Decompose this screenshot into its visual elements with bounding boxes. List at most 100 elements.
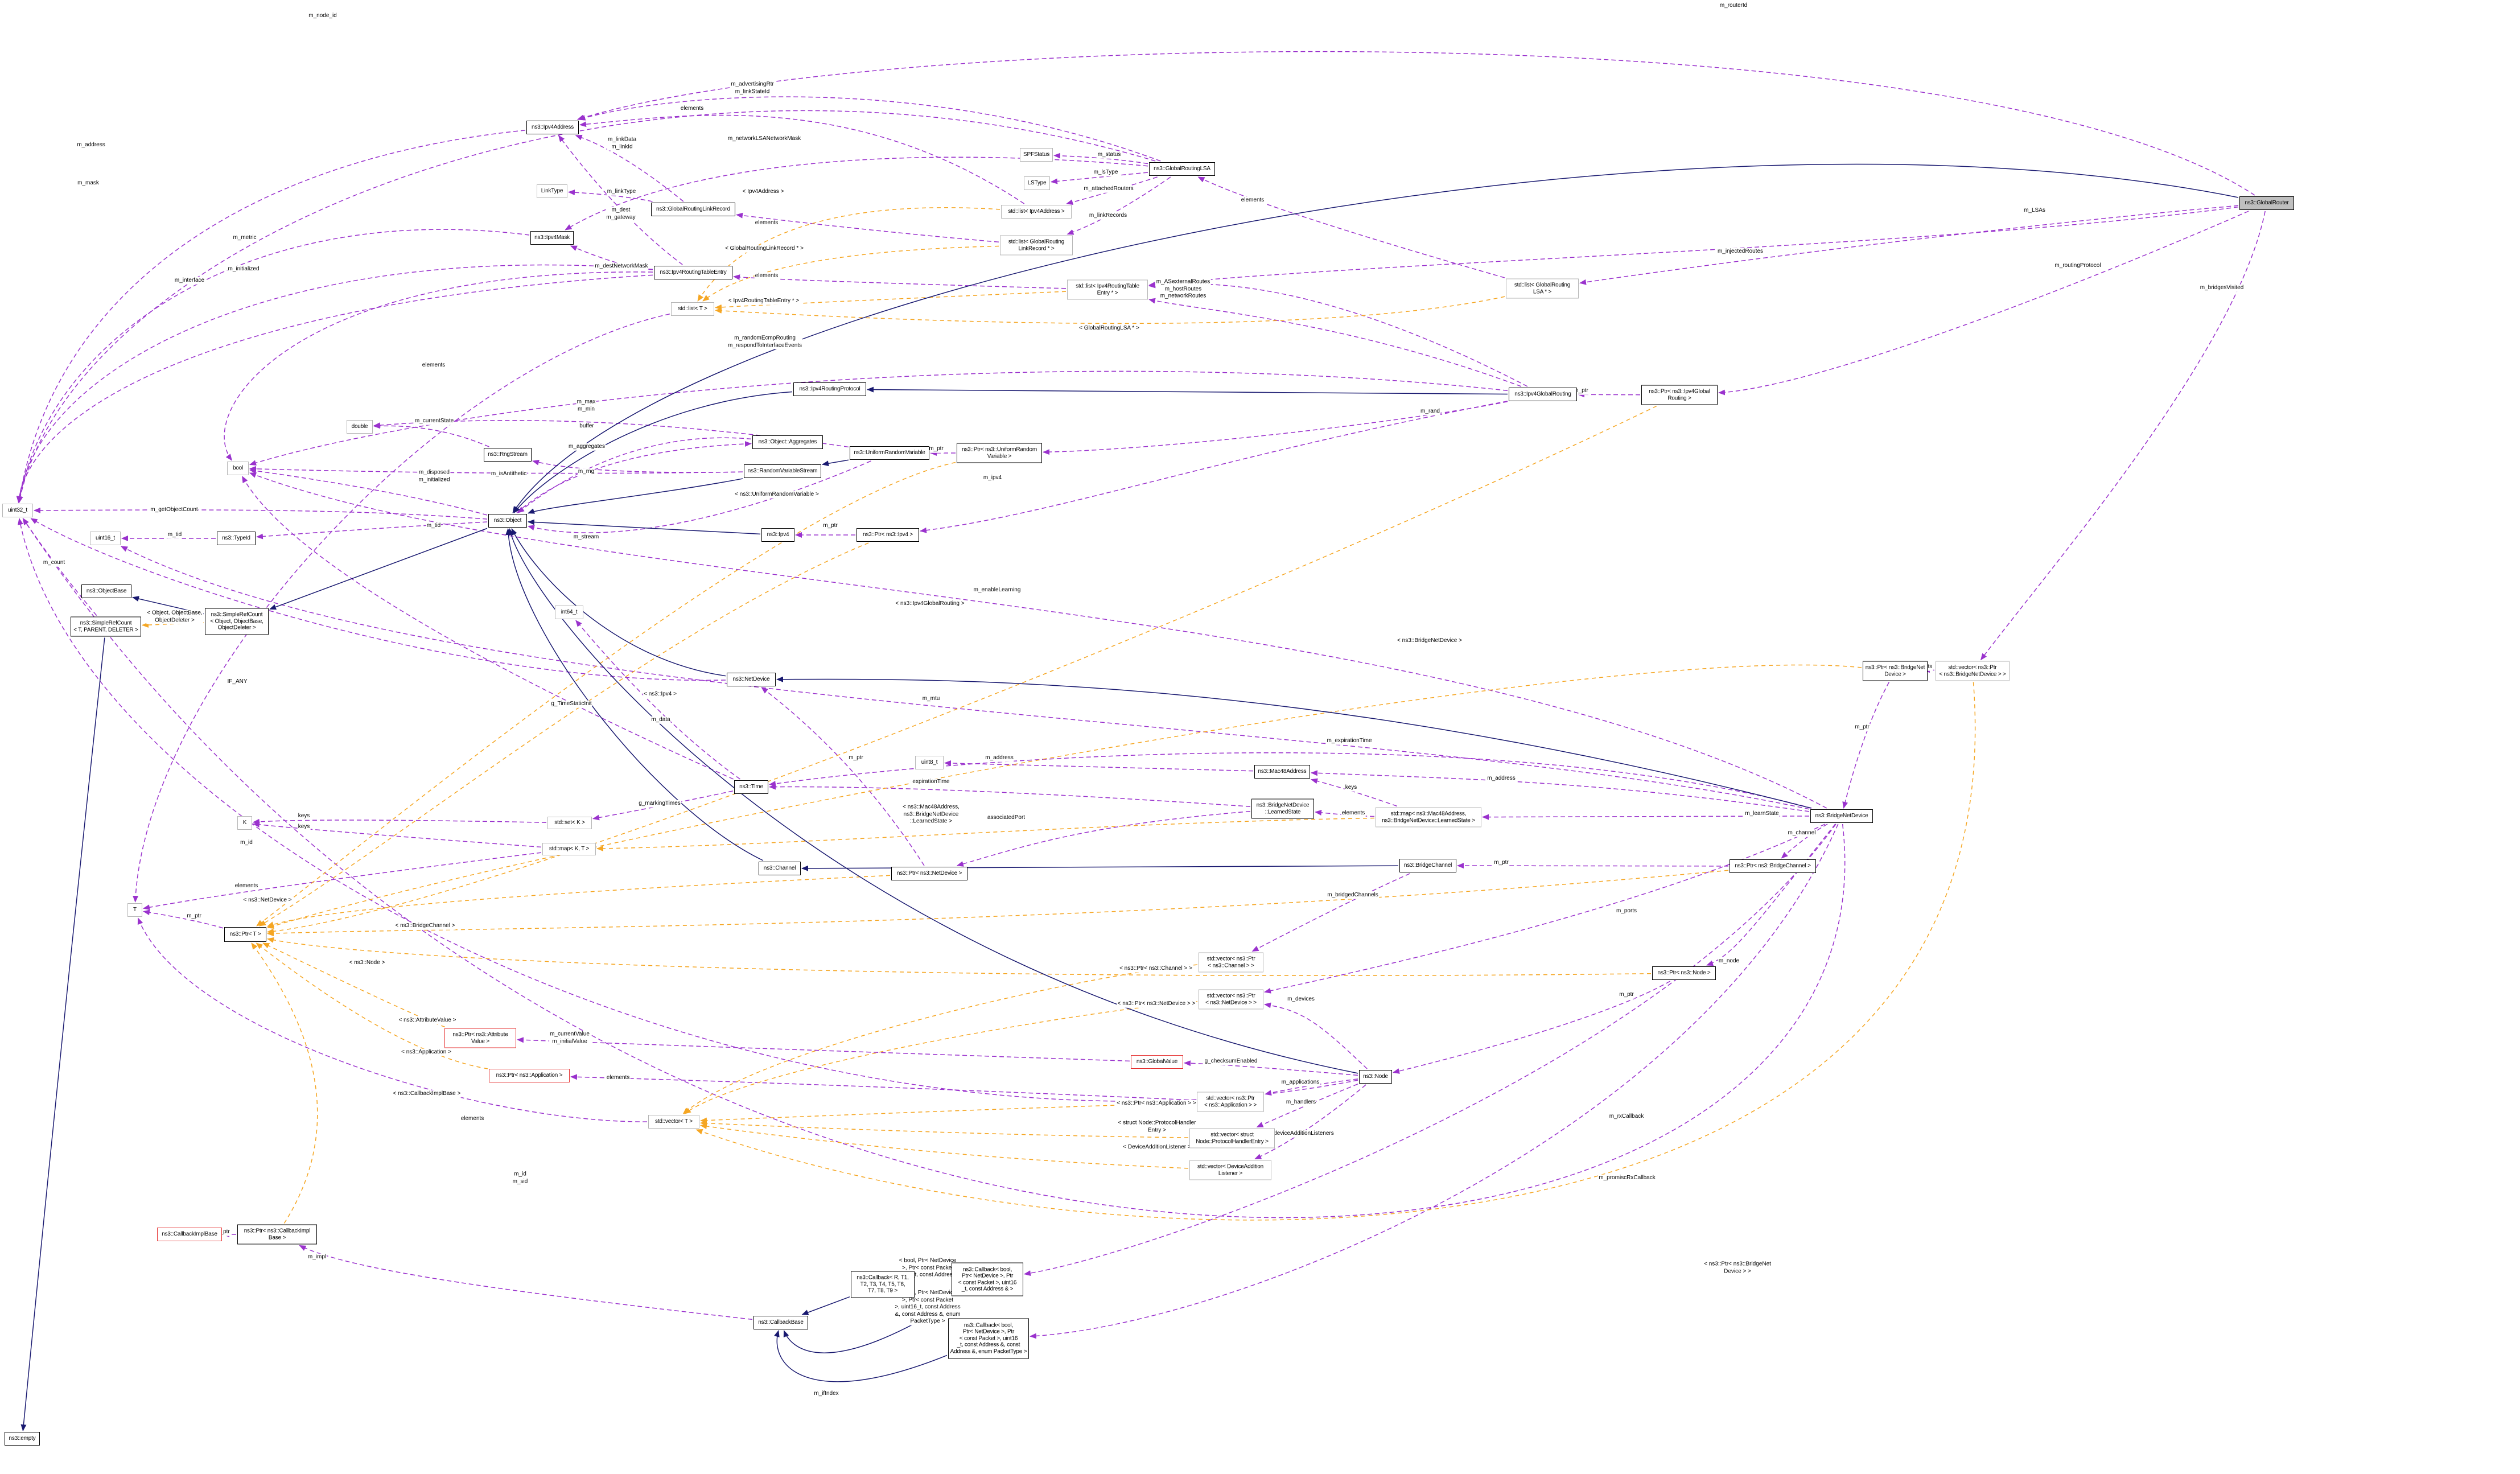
edge-globalvalue-to-ptrav [517, 1037, 1130, 1062]
class-node-ptripv4gr[interactable]: ns3::Ptr< ns3::Ipv4Global Routing > [1641, 385, 1718, 405]
class-node-vecapp[interactable]: std::vector< ns3::Ptr < ns3::Application… [1197, 1092, 1264, 1112]
class-node-listlsa[interactable]: std::list< GlobalRouting LSA * > [1506, 278, 1579, 299]
edge-label: m_LSAs [2023, 207, 2046, 215]
edge-mapmac-to-mac48 [1311, 778, 1398, 807]
edge-setk-to-K [253, 818, 547, 825]
class-node-netdevice[interactable]: ns3::NetDevice [727, 673, 776, 686]
class-node-globalrouter[interactable]: ns3::GlobalRouter [2239, 196, 2294, 210]
class-node-rvs[interactable]: ns3::RandomVariableStream [744, 464, 821, 478]
edge-label: m_ipv4 [982, 474, 1003, 482]
class-node-ptripv4[interactable]: ns3::Ptr< ns3::Ipv4 > [857, 528, 919, 542]
edge-label: m_randomEcmpRouting m_respondToInterface… [727, 335, 803, 349]
edge-label: < ns3::Node > [348, 959, 386, 967]
class-node-empty[interactable]: ns3::empty [5, 1432, 40, 1446]
class-node-ptrT[interactable]: ns3::Ptr< T > [224, 927, 266, 942]
class-node-grlr[interactable]: ns3::GlobalRoutingLinkRecord [651, 203, 735, 216]
class-node-double[interactable]: double [347, 420, 373, 434]
class-node-ipv4gr[interactable]: ns3::Ipv4GlobalRouting [1509, 388, 1577, 401]
class-node-channel[interactable]: ns3::Channel [759, 862, 801, 875]
class-node-mapkt[interactable]: std::map< K, T > [542, 843, 596, 855]
edge-grlsa-to-lstype [1051, 172, 1148, 184]
class-node-rngstream[interactable]: ns3::RngStream [484, 448, 532, 462]
class-node-callbackR[interactable]: ns3::Callback< R, T1, T2, T3, T4, T5, T6… [851, 1271, 915, 1298]
edge-label: elements [680, 105, 705, 113]
class-node-vecT[interactable]: std::vector< T > [648, 1115, 699, 1129]
class-node-src_obj[interactable]: ns3::SimpleRefCount < Object, ObjectBase… [205, 608, 269, 635]
class-node-callback5[interactable]: ns3::Callback< bool, Ptr< NetDevice >, P… [952, 1262, 1023, 1296]
class-node-bool[interactable]: bool [227, 462, 249, 475]
class-node-src_tpd[interactable]: ns3::SimpleRefCount < T, PARENT, DELETER… [71, 616, 141, 637]
class-node-ptrurv[interactable]: ns3::Ptr< ns3::UniformRandom Variable > [957, 443, 1042, 463]
class-node-bridgechannel[interactable]: ns3::BridgeChannel [1399, 859, 1456, 872]
class-node-ptrav[interactable]: ns3::Ptr< ns3::Attribute Value > [444, 1028, 516, 1048]
edge-urv-to-object [528, 460, 871, 533]
edge-node-to-vecnd [1264, 1002, 1368, 1069]
class-node-objectbase[interactable]: ns3::ObjectBase [81, 584, 131, 598]
class-node-callback7[interactable]: ns3::Callback< bool, Ptr< NetDevice >, P… [948, 1318, 1029, 1359]
edge-label: m_address [1487, 775, 1516, 783]
class-node-urv[interactable]: ns3::UniformRandomVariable [850, 446, 929, 460]
class-node-vecbnd[interactable]: std::vector< ns3::Ptr < ns3::BridgeNetDe… [1936, 661, 2010, 681]
class-node-aggregates[interactable]: ns3::Object::Aggregates [752, 435, 823, 449]
edge-grlsa-to-uint32 [17, 110, 1156, 503]
class-node-K[interactable]: K [237, 816, 252, 830]
class-node-mapmac[interactable]: std::map< ns3::Mac48Address, ns3::Bridge… [1376, 807, 1481, 827]
class-node-listrte[interactable]: std::list< Ipv4RoutingTable Entry * > [1067, 279, 1148, 300]
class-node-vecph[interactable]: std::vector< struct Node::ProtocolHandle… [1189, 1128, 1275, 1148]
class-node-cib[interactable]: ns3::CallbackImplBase [157, 1228, 222, 1241]
class-node-listgrlr[interactable]: std::list< GlobalRouting LinkRecord * > [1000, 235, 1073, 256]
edge-label: < ns3::Ptr< ns3::BridgeNet Device > > [1703, 1261, 1772, 1275]
edge-label: keys [297, 812, 311, 820]
edge-ipv4gr-to-ptripv4 [920, 401, 1508, 533]
class-node-listT[interactable]: std::list< T > [671, 302, 714, 316]
class-node-time[interactable]: ns3::Time [734, 780, 768, 794]
class-node-ptrnd[interactable]: ns3::Ptr< ns3::NetDevice > [891, 867, 967, 880]
edge-urv-to-rvs [822, 459, 849, 467]
edge-label: < ns3::BridgeChannel > [394, 922, 456, 930]
edge-label: m_ptr [822, 522, 838, 530]
edge-bridgend-to-vecnd [1264, 824, 1826, 994]
edge-time-to-int64 [575, 620, 740, 780]
edge-object-to-typeid [256, 521, 488, 540]
edge-grlr-to-ipv4address [575, 134, 684, 202]
class-node-ipv4rte[interactable]: ns3::Ipv4RoutingTableEntry [654, 266, 732, 279]
edge-bridgend-to-netdevice [776, 676, 1811, 809]
class-node-spfstatus[interactable]: SPFStatus [1020, 148, 1053, 162]
class-node-ipv4mask[interactable]: ns3::Ipv4Mask [530, 231, 574, 245]
class-node-globalvalue[interactable]: ns3::GlobalValue [1131, 1055, 1183, 1069]
edge-label: m_bridgesVisited [2199, 284, 2245, 292]
class-node-typeid[interactable]: ns3::TypeId [217, 532, 256, 545]
class-node-uint16[interactable]: uint16_t [90, 532, 121, 545]
class-node-ipv4rp[interactable]: ns3::Ipv4RoutingProtocol [793, 382, 866, 396]
edge-node-to-uint32 [18, 518, 1358, 1102]
class-node-node[interactable]: ns3::Node [1359, 1070, 1392, 1084]
class-node-ipv4[interactable]: ns3::Ipv4 [761, 528, 794, 542]
class-node-callbackbase[interactable]: ns3::CallbackBase [753, 1316, 808, 1329]
class-node-vecdal[interactable]: std::vector< DeviceAddition Listener > [1189, 1160, 1271, 1180]
class-node-object[interactable]: ns3::Object [488, 514, 527, 528]
class-node-int64[interactable]: int64_t [555, 606, 583, 619]
class-node-ipv4address[interactable]: ns3::Ipv4Address [526, 121, 579, 134]
class-node-mac48[interactable]: ns3::Mac48Address [1254, 765, 1310, 779]
edge-label: m_isAntithetic [490, 470, 528, 478]
class-node-ptrbc[interactable]: ns3::Ptr< ns3::BridgeChannel > [1730, 859, 1816, 873]
class-node-T[interactable]: T [127, 903, 142, 917]
class-node-setk[interactable]: std::set< K > [547, 817, 592, 829]
class-node-ptrnode[interactable]: ns3::Ptr< ns3::Node > [1652, 966, 1716, 980]
class-node-grlsa[interactable]: ns3::GlobalRoutingLSA [1149, 162, 1215, 176]
class-node-uint32[interactable]: uint32_t [2, 504, 33, 517]
class-node-vecnd[interactable]: std::vector< ns3::Ptr < ns3::NetDevice >… [1199, 989, 1263, 1010]
class-node-bridgend[interactable]: ns3::BridgeNetDevice [1810, 809, 1873, 823]
class-node-ptrapp[interactable]: ns3::Ptr< ns3::Application > [489, 1069, 570, 1082]
class-node-vecchan[interactable]: std::vector< ns3::Ptr < ns3::Channel > > [1199, 952, 1263, 973]
class-node-lstype[interactable]: LSType [1024, 176, 1050, 190]
class-node-uint8[interactable]: uint8_t [915, 756, 944, 769]
class-node-learnedstate[interactable]: ns3::BridgeNetDevice ::LearnedState [1251, 798, 1314, 819]
class-node-listipv4addr[interactable]: std::list< Ipv4Address > [1001, 205, 1072, 219]
class-node-linktype[interactable]: LinkType [537, 184, 567, 198]
edge-globalrouter-to-ptripv4gr [1718, 211, 2249, 396]
edge-label: m_data [650, 716, 671, 724]
edge-label: m_node_id [308, 12, 337, 20]
class-node-ptrbnd[interactable]: ns3::Ptr< ns3::BridgeNet Device > [1863, 661, 1928, 681]
class-node-ptrcib[interactable]: ns3::Ptr< ns3::CallbackImpl Base > [237, 1224, 317, 1245]
